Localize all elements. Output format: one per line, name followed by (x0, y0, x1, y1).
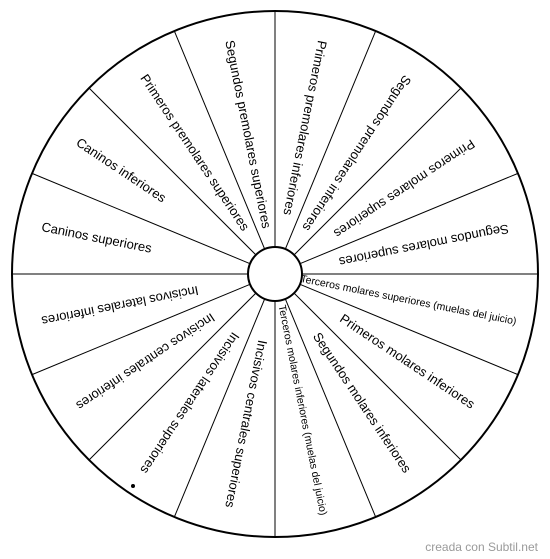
sector-divider (293, 87, 462, 256)
sector-divider (299, 172, 519, 265)
sector-divider (31, 172, 251, 265)
sector-divider (88, 87, 257, 256)
sector-divider (284, 298, 377, 518)
sector-divider (293, 292, 462, 461)
sector-divider (299, 283, 519, 376)
sector-divider (31, 283, 251, 376)
sector-divider (284, 30, 377, 250)
sector-divider (173, 30, 266, 250)
wheel-hub[interactable] (247, 246, 303, 302)
sector-divider (88, 292, 257, 461)
credit-text: creada con Subtil.net (425, 540, 538, 554)
marker-dot (131, 484, 135, 488)
sector-dividers (12, 11, 538, 537)
sector-divider (173, 298, 266, 518)
